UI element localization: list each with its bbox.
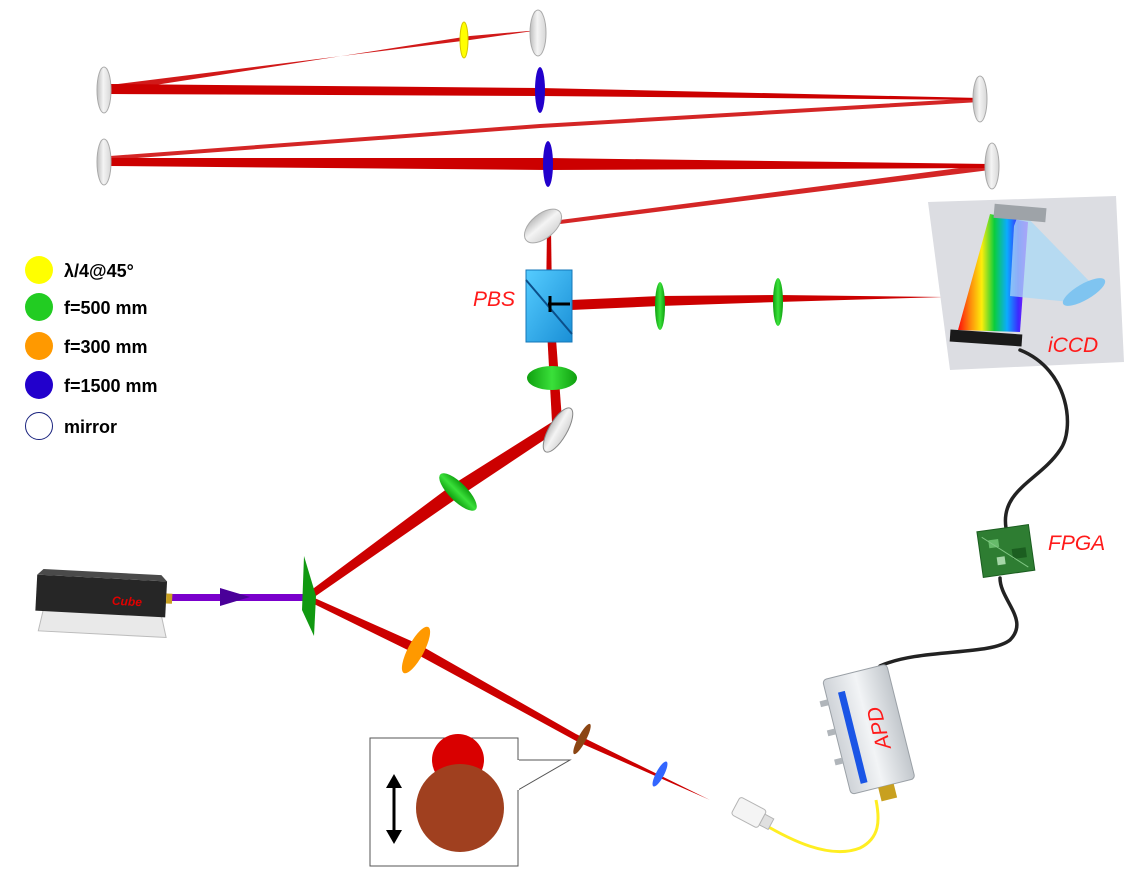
quarter-wave-plate bbox=[459, 21, 469, 59]
pbs-cube bbox=[525, 269, 573, 343]
sample-inset bbox=[369, 734, 572, 867]
pbs-label: PBS bbox=[473, 288, 515, 311]
legend-item-mirror: mirror bbox=[25, 412, 117, 440]
legend: λ/4@45° f=500 mm f=300 mm f=1500 mm mirr… bbox=[25, 256, 158, 440]
mirror-top-small bbox=[529, 9, 547, 57]
beam-row1 bbox=[110, 84, 980, 100]
apd-detector: APD bbox=[819, 664, 915, 802]
dichroic-mirror bbox=[302, 556, 316, 636]
lens-500-horizontal-a bbox=[655, 282, 665, 330]
pump-arrow bbox=[220, 588, 250, 606]
mirror-right-row2 bbox=[984, 142, 1000, 190]
legend-item-lens-1500: f=1500 mm bbox=[25, 371, 158, 399]
iccd-collimator bbox=[1062, 278, 1106, 306]
fiber-optic bbox=[759, 799, 880, 854]
iccd-grating bbox=[993, 203, 1047, 223]
legend-label: f=1500 mm bbox=[64, 376, 158, 396]
cables bbox=[878, 348, 1070, 668]
iccd-label: iCCD bbox=[1048, 334, 1098, 357]
legend-label: λ/4@45° bbox=[64, 261, 134, 281]
lens-500-horizontal-b bbox=[773, 278, 783, 326]
iccd-detector-bar bbox=[949, 329, 1023, 347]
mirror-top-left bbox=[96, 66, 112, 114]
lens-500-diagonal bbox=[439, 473, 477, 511]
beam-pbs-to-iccd bbox=[548, 295, 945, 311]
legend-label: mirror bbox=[64, 417, 117, 437]
mirror-left-row2 bbox=[96, 138, 112, 186]
lens-1500-row2 bbox=[543, 141, 553, 187]
iccd-light-path bbox=[1010, 210, 1090, 302]
mirror-below-pbs bbox=[542, 407, 574, 453]
blue-disc-icon bbox=[25, 371, 53, 399]
iccd-spectrometer bbox=[928, 196, 1124, 370]
filter-blue bbox=[652, 761, 668, 787]
legend-label: f=300 mm bbox=[64, 337, 148, 357]
laser-top bbox=[37, 569, 168, 582]
yellow-disc-icon bbox=[25, 256, 53, 284]
lens-300 bbox=[401, 626, 431, 674]
fpga-label: FPGA bbox=[1048, 532, 1105, 555]
white-disc-icon bbox=[25, 412, 53, 440]
cube-label: Cube bbox=[112, 594, 143, 610]
inset-callout bbox=[517, 759, 572, 791]
fiber-connector bbox=[731, 797, 775, 831]
mirrors bbox=[96, 9, 1000, 453]
green-disc-icon bbox=[25, 293, 53, 321]
fpga-board bbox=[976, 524, 1036, 578]
orange-disc-icon bbox=[25, 332, 53, 360]
inset-sample bbox=[416, 764, 504, 852]
beam-mirror-to-dichroic bbox=[306, 422, 562, 600]
mirror-above-pbs bbox=[523, 208, 563, 244]
cable-fpga-to-apd bbox=[878, 576, 1019, 668]
cable-iccd-to-fpga bbox=[1003, 348, 1070, 530]
beam-row2-return bbox=[110, 98, 980, 160]
lens-500-vertical bbox=[527, 366, 577, 390]
laser-cube: Cube bbox=[35, 569, 173, 639]
legend-item-lens-500: f=500 mm bbox=[25, 293, 148, 321]
inset-arrow-icon bbox=[386, 774, 402, 844]
laser-body bbox=[35, 574, 168, 618]
beam-to-small-mirror bbox=[550, 164, 990, 226]
sample-slide bbox=[573, 723, 591, 755]
legend-label: f=500 mm bbox=[64, 298, 148, 318]
beam-to-waveplate bbox=[110, 30, 540, 92]
laser-aperture bbox=[165, 593, 173, 604]
lenses bbox=[401, 21, 783, 787]
legend-item-waveplate: λ/4@45° bbox=[25, 256, 134, 284]
lens-1500-row1 bbox=[535, 67, 545, 113]
mirror-top-right bbox=[972, 75, 988, 123]
legend-item-lens-300: f=300 mm bbox=[25, 332, 148, 360]
iccd-rainbow-beam bbox=[958, 214, 1028, 332]
